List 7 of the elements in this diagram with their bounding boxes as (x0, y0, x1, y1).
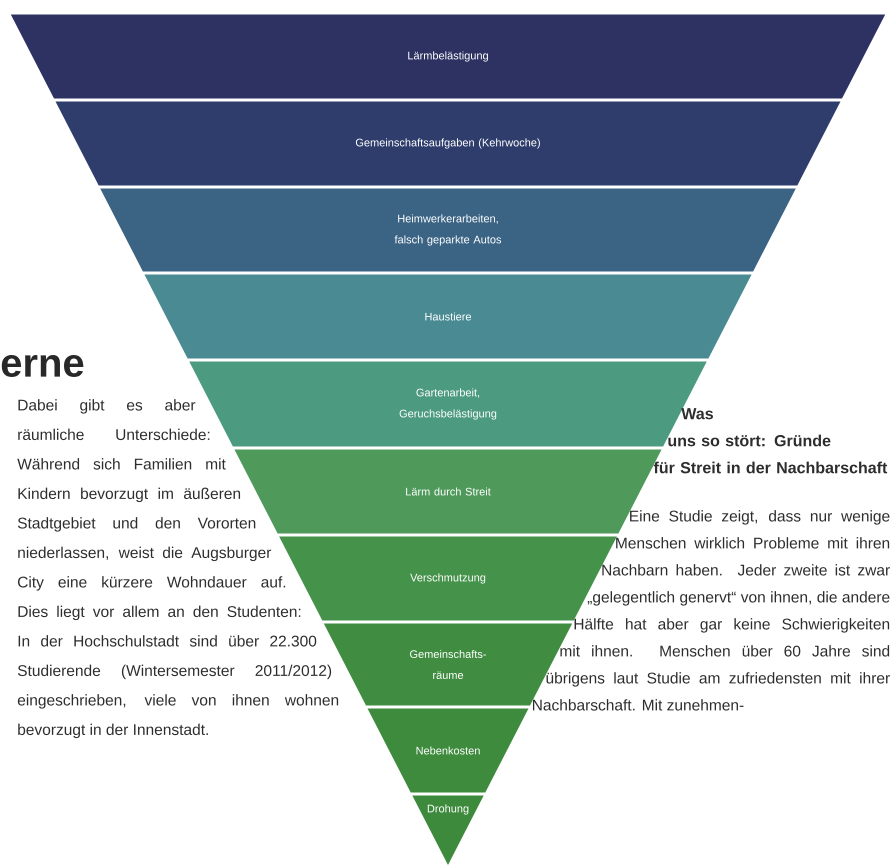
funnel-band: Gemeinschaftsaufgaben (Kehrwoche) (56, 102, 840, 186)
funnel-band: Heimwerkerarbeiten, falsch geparkte Autos (100, 188, 796, 272)
funnel-band: Nebenkosten (368, 708, 528, 792)
funnel-band: Lärmbelästigung (10, 14, 886, 98)
funnel-band: Drohung (412, 795, 484, 865)
funnel-band: Haustiere (144, 274, 752, 358)
headline: erne (2, 355, 84, 377)
